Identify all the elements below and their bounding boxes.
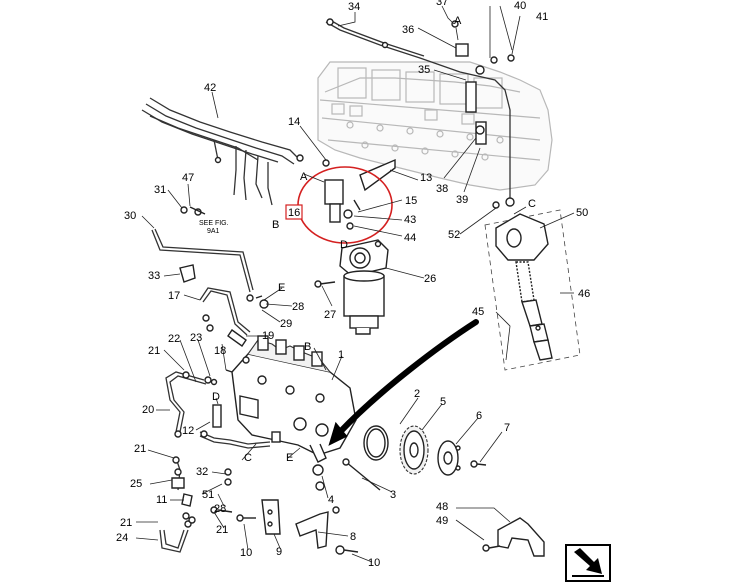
callout-21a: 21 <box>148 345 160 357</box>
callout-49: 49 <box>436 515 448 527</box>
brackets <box>236 499 359 555</box>
callout-35: 35 <box>418 64 430 76</box>
callout-45: 45 <box>472 306 484 318</box>
fuel-return-rail <box>325 18 515 209</box>
callout-34: 34 <box>348 1 360 13</box>
callout-B-mid: B <box>272 219 279 231</box>
left-pipes <box>159 369 271 553</box>
callout-10b: 10 <box>368 557 380 569</box>
direction-arrow <box>337 319 479 435</box>
callout-21c: 21 <box>120 517 132 529</box>
injection-pump <box>231 335 357 476</box>
callout-12: 12 <box>182 425 194 437</box>
callout-24: 24 <box>116 532 128 544</box>
supply-line-30 <box>151 206 254 293</box>
callout-21d: 21 <box>216 524 228 536</box>
callout-D-low: D <box>212 391 220 403</box>
callout-48: 48 <box>436 501 448 513</box>
callout-15: 15 <box>405 195 417 207</box>
callout-26: 26 <box>424 273 436 285</box>
highlighted-callout-box[interactable] <box>285 204 303 220</box>
callout-50: 50 <box>576 207 588 219</box>
callout-36: 36 <box>402 24 414 36</box>
callout-28a: 28 <box>292 301 304 313</box>
see-fig-note: SEE FIG. <box>199 220 229 227</box>
callout-14: 14 <box>288 116 300 128</box>
callout-33: 33 <box>148 270 160 282</box>
bracket-48 <box>482 517 545 557</box>
callout-38: 38 <box>436 183 448 195</box>
injector-pipe-bundle <box>141 97 304 206</box>
callout-47: 47 <box>182 172 194 184</box>
callout-43: 43 <box>404 214 416 226</box>
callout-44: 44 <box>404 232 416 244</box>
callout-42: 42 <box>204 82 216 94</box>
callout-52: 52 <box>448 229 460 241</box>
callout-25: 25 <box>130 478 142 490</box>
fuel-filter <box>314 239 389 335</box>
callout-D-mid: D <box>340 239 348 251</box>
callout-16[interactable]: 16 <box>288 207 300 219</box>
callout-22: 22 <box>168 333 180 345</box>
callout-8: 8 <box>350 531 356 543</box>
callout-4: 4 <box>328 494 334 506</box>
callout-B-low: B <box>304 341 311 353</box>
callout-6: 6 <box>476 410 482 422</box>
injector-detail <box>484 209 581 371</box>
callout-C-top: C <box>528 198 536 210</box>
callout-7: 7 <box>504 422 510 434</box>
direction-arrow-head <box>328 421 348 446</box>
next-page-arrow-icon[interactable] <box>565 544 611 582</box>
callout-40: 40 <box>514 0 526 12</box>
callout-28b: 28 <box>214 503 226 515</box>
injector-assembly <box>322 158 396 230</box>
callout-17: 17 <box>168 290 180 302</box>
callout-10a: 10 <box>240 547 252 559</box>
callout-19: 19 <box>262 330 274 342</box>
callout-41: 41 <box>536 11 548 23</box>
callout-21b: 21 <box>134 443 146 455</box>
callout-29: 29 <box>280 318 292 330</box>
callout-20: 20 <box>142 404 154 416</box>
callout-23: 23 <box>190 332 202 344</box>
callout-13: 13 <box>420 172 432 184</box>
engine-block-ghost <box>317 61 553 191</box>
callout-27: 27 <box>324 309 336 321</box>
callout-46: 46 <box>578 288 590 300</box>
callout-37: 37 <box>436 0 448 8</box>
callout-18: 18 <box>214 345 226 357</box>
callout-31: 31 <box>154 184 166 196</box>
callout-2: 2 <box>414 388 420 400</box>
highlighted-part-circle <box>297 166 393 244</box>
callout-51: 51 <box>202 489 214 501</box>
see-fig-ref: 9A1 <box>207 228 220 235</box>
callout-30: 30 <box>124 210 136 222</box>
callout-1: 1 <box>338 349 344 361</box>
callout-E-low: E <box>286 452 293 464</box>
callout-C-low: C <box>244 452 252 464</box>
callout-labels: 34 37 A 40 41 36 35 42 14 13 38 39 47 31… <box>116 0 590 569</box>
callout-11: 11 <box>156 494 167 506</box>
callout-39: 39 <box>456 194 468 206</box>
callout-A-mid: A <box>300 171 308 183</box>
callout-A-top: A <box>454 15 462 27</box>
callout-32: 32 <box>196 466 208 478</box>
callout-9: 9 <box>276 546 282 558</box>
leader-lines <box>135 5 575 563</box>
fuel-line-17 <box>179 264 269 347</box>
callout-E-mid: E <box>278 282 285 294</box>
callout-3: 3 <box>390 489 396 501</box>
callout-5: 5 <box>440 396 446 408</box>
gear-train <box>315 425 487 491</box>
